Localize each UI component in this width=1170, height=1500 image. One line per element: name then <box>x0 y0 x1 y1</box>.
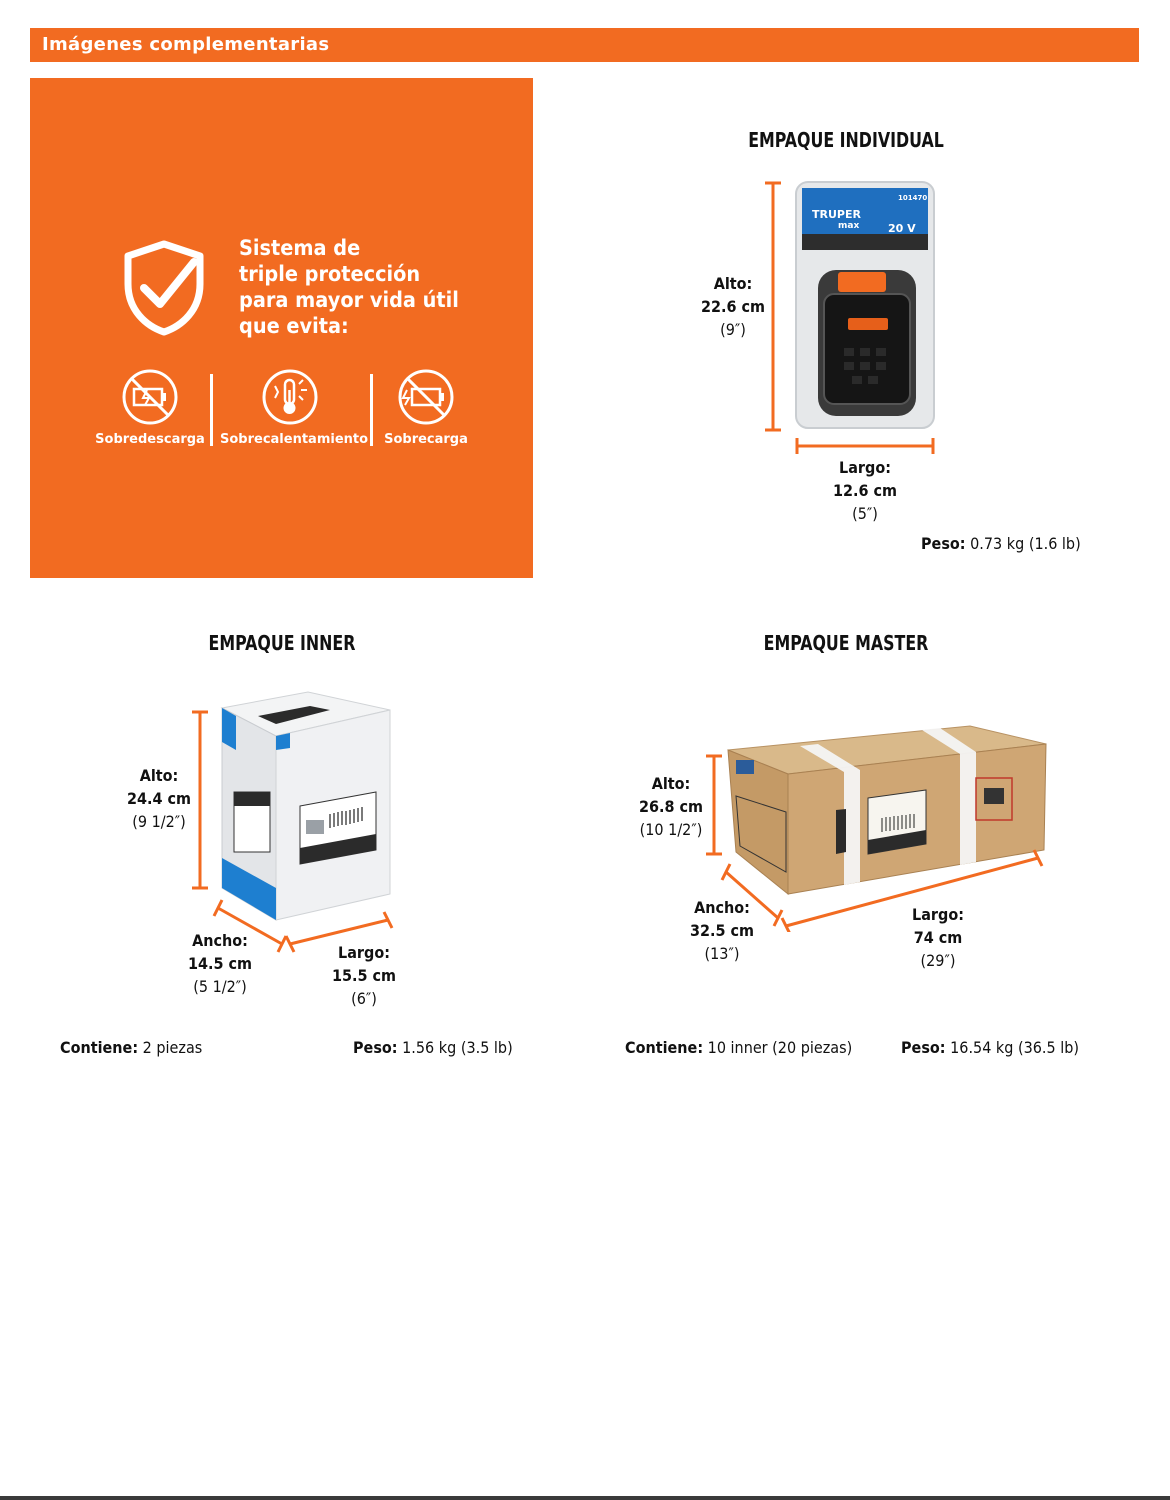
inner-title: EMPAQUE INNER <box>208 631 356 655</box>
inner-width-value: 14.5 cm <box>187 954 253 973</box>
promo-icon-label-2: Sobrecalentamiento <box>220 432 369 447</box>
package-code-text: 101470 <box>898 194 927 202</box>
individual-weight-value: 0.73 kg (1.6 lb) <box>970 534 1081 553</box>
master-width-label: Ancho: <box>694 898 750 917</box>
master-width-value: 32.5 cm <box>689 921 755 940</box>
inner-length-label: Largo: <box>338 943 390 962</box>
package-brand-text: TRUPER <box>812 208 861 221</box>
inner-length-dimension: Largo: 15.5 cm (6″) <box>319 941 409 1010</box>
master-height-label: Alto: <box>651 774 691 793</box>
inner-length-value: 15.5 cm <box>331 966 397 985</box>
inner-height-inches: (9 1/2″) <box>132 812 186 831</box>
inner-height-dimension: Alto: 24.4 cm (9 1/2″) <box>114 764 204 833</box>
inner-contains-value: 2 piezas <box>142 1038 203 1057</box>
inner-length-inches: (6″) <box>351 989 377 1008</box>
overheating-thermometer-icon <box>262 369 318 425</box>
master-length-dimension: Largo: 74 cm (29″) <box>893 903 983 972</box>
promo-icon-label-3: Sobrecarga <box>384 432 468 447</box>
master-contains: Contiene: 10 inner (20 piezas) <box>625 1038 852 1057</box>
promo-divider-1 <box>210 374 213 446</box>
master-length-value: 74 cm <box>913 928 963 947</box>
inner-height-value: 24.4 cm <box>126 789 192 808</box>
master-contains-label: Contiene: <box>625 1038 704 1057</box>
battery-overcharge-icon <box>398 369 454 425</box>
individual-length-dimension: Largo: 12.6 cm (5″) <box>820 456 910 525</box>
individual-height-label: Alto: <box>713 274 753 293</box>
inner-box-image <box>192 691 394 953</box>
inner-height-label: Alto: <box>139 766 179 785</box>
inner-weight-label: Peso: <box>353 1038 398 1057</box>
promo-panel: Sistema de triple protección para mayor … <box>30 78 533 578</box>
battery-discharge-icon <box>122 369 178 425</box>
promo-line-3: para mayor vida útil <box>239 288 459 312</box>
inner-width-label: Ancho: <box>192 931 248 950</box>
inner-contains: Contiene: 2 piezas <box>60 1038 202 1057</box>
promo-line-4: que evita: <box>239 314 349 338</box>
master-length-inches: (29″) <box>920 951 956 970</box>
master-title: EMPAQUE MASTER <box>763 631 929 655</box>
individual-height-dimension: Alto: 22.6 cm (9″) <box>688 272 778 341</box>
promo-icon-label-1: Sobredescarga <box>95 432 205 447</box>
shield-check-icon <box>124 240 204 336</box>
inner-contains-label: Contiene: <box>60 1038 139 1057</box>
individual-length-label: Largo: <box>839 458 891 477</box>
master-length-label: Largo: <box>912 905 964 924</box>
master-height-dimension: Alto: 26.8 cm (10 1/2″) <box>626 772 716 841</box>
promo-line-2: triple protección <box>239 262 421 286</box>
section-header-bar: Imágenes complementarias <box>30 28 1139 62</box>
master-contains-value: 10 inner (20 piezas) <box>707 1038 853 1057</box>
master-height-value: 26.8 cm <box>638 797 704 816</box>
individual-weight-label: Peso: <box>921 534 966 553</box>
individual-height-inches: (9″) <box>720 320 746 339</box>
master-weight: Peso: 16.54 kg (36.5 lb) <box>901 1038 1079 1057</box>
individual-height-value: 22.6 cm <box>700 297 766 316</box>
master-height-inches: (10 1/2″) <box>639 820 703 839</box>
individual-length-inches: (5″) <box>852 504 878 523</box>
promo-line-1: Sistema de <box>239 236 361 260</box>
individual-title: EMPAQUE INDIVIDUAL <box>748 128 944 152</box>
individual-package-image: TRUPER max 20 V 101470 <box>765 181 935 454</box>
inner-weight: Peso: 1.56 kg (3.5 lb) <box>353 1038 513 1057</box>
master-width-dimension: Ancho: 32.5 cm (13″) <box>677 896 767 965</box>
individual-length-value: 12.6 cm <box>832 481 898 500</box>
section-header-title: Imágenes complementarias <box>42 34 330 55</box>
master-box-image <box>706 725 1047 932</box>
individual-weight: Peso: 0.73 kg (1.6 lb) <box>921 534 1081 553</box>
inner-weight-value: 1.56 kg (3.5 lb) <box>402 1038 513 1057</box>
master-width-inches: (13″) <box>704 944 740 963</box>
master-weight-value: 16.54 kg (36.5 lb) <box>950 1038 1080 1057</box>
package-voltage-text: 20 V <box>888 222 916 235</box>
package-sub-text: max <box>838 221 859 231</box>
inner-width-dimension: Ancho: 14.5 cm (5 1/2″) <box>175 929 265 998</box>
master-weight-label: Peso: <box>901 1038 946 1057</box>
footer-divider <box>0 1496 1170 1500</box>
inner-width-inches: (5 1/2″) <box>193 977 247 996</box>
promo-divider-2 <box>370 374 373 446</box>
